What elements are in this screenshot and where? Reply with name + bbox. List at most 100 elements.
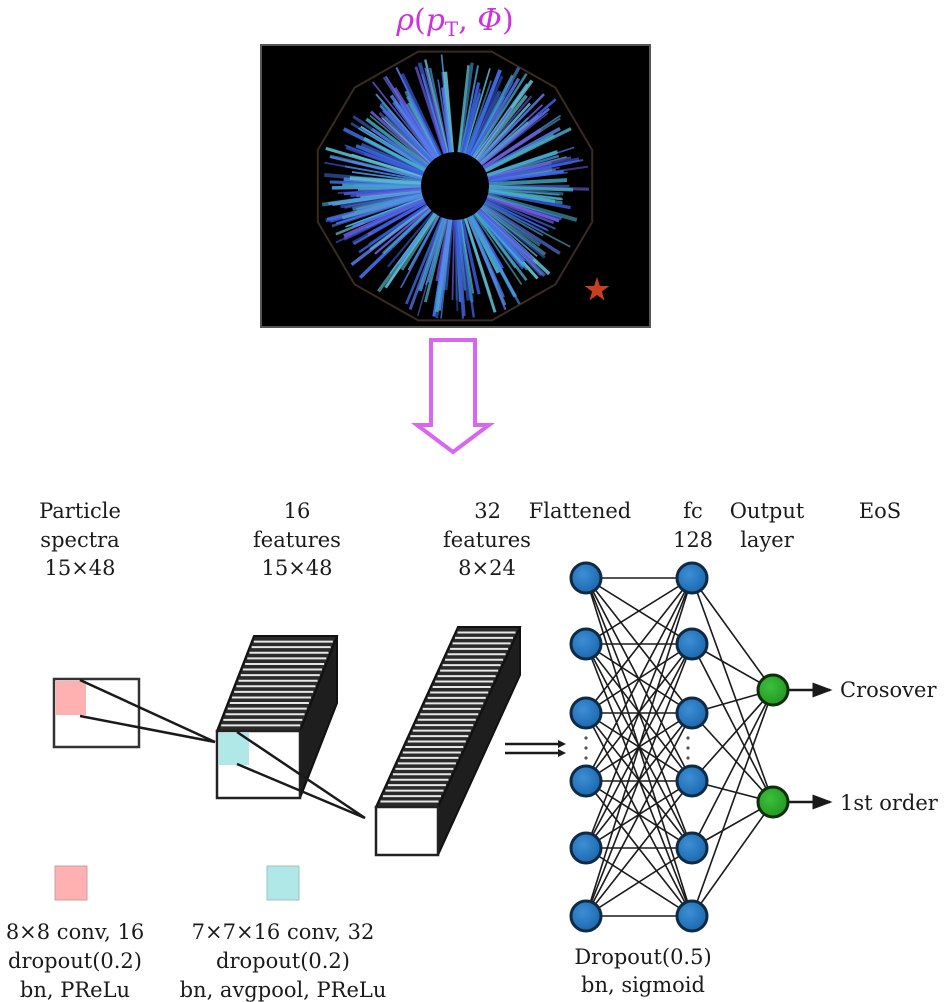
svg-text:Particle: Particle	[39, 499, 121, 523]
flatten-arrow-icon	[505, 740, 566, 757]
particle-track	[462, 92, 482, 154]
particle-track	[440, 219, 453, 319]
particle-track	[366, 199, 425, 229]
particle-track	[374, 207, 430, 255]
particle-track	[461, 82, 481, 154]
particle-track	[488, 178, 568, 187]
particle-track	[414, 66, 446, 155]
particle-track	[485, 198, 556, 230]
header-eos: EoS	[859, 499, 901, 523]
edge	[585, 577, 693, 849]
particle-track	[345, 197, 424, 228]
particle-track	[451, 219, 456, 300]
svg-text:bn, PReLu: bn, PReLu	[20, 978, 130, 1002]
particle-track	[459, 219, 475, 294]
particle-track	[487, 193, 578, 222]
output-node	[756, 785, 790, 819]
particle-track	[474, 107, 513, 159]
edge	[585, 643, 693, 917]
particle-track	[482, 128, 543, 169]
particle-track	[329, 155, 423, 180]
header-input: Particle spectra 15×48	[39, 499, 121, 580]
particle-track	[484, 200, 544, 233]
fc-node	[675, 831, 709, 865]
particle-track	[463, 217, 497, 313]
particle-track	[418, 217, 446, 292]
particle-track	[377, 212, 437, 293]
input-layer	[52, 677, 141, 749]
particle-track	[487, 161, 552, 180]
svg-text:15×48: 15×48	[44, 556, 115, 580]
particle-track	[473, 213, 523, 286]
flattened-node	[569, 831, 603, 865]
edge	[585, 577, 693, 714]
fc-node	[675, 696, 709, 730]
particle-track	[485, 199, 550, 232]
legend-conv1: 8×8 conv, 16 dropout(0.2) bn, PReLu	[6, 920, 144, 1002]
flattened-node	[569, 627, 603, 661]
conv2-feature-stack	[374, 626, 522, 857]
svg-text:dropout(0.2): dropout(0.2)	[216, 949, 350, 973]
legend-swatch-conv1	[54, 865, 88, 901]
particle-track	[484, 133, 555, 173]
particle-track	[365, 117, 429, 167]
edge	[691, 643, 774, 803]
particle-track	[400, 213, 439, 271]
particle-track	[479, 208, 532, 257]
output-node	[756, 673, 790, 707]
particle-track	[372, 81, 435, 160]
particle-track	[443, 71, 455, 153]
edge	[691, 577, 774, 691]
particle-track	[465, 69, 502, 155]
ellipsis-dot	[584, 756, 588, 760]
particle-track	[488, 189, 563, 205]
flattened-node	[569, 899, 603, 933]
svg-text:8×24: 8×24	[458, 556, 516, 580]
particle-track	[417, 62, 448, 154]
ellipsis-dot	[686, 746, 690, 750]
particle-track	[486, 149, 559, 177]
particle-track	[382, 208, 432, 255]
particle-track	[356, 187, 422, 198]
output-label-crossover: Crosover	[840, 678, 937, 702]
particle-track	[466, 216, 507, 306]
particle-track	[482, 202, 561, 255]
particle-track	[476, 209, 526, 263]
particle-track	[469, 215, 517, 298]
flattened-node	[569, 696, 603, 730]
particle-track	[460, 65, 480, 153]
edge	[691, 577, 774, 803]
down-arrow-icon	[411, 338, 495, 455]
particle-track	[486, 196, 555, 225]
particle-track	[457, 219, 471, 301]
particle-track	[438, 219, 452, 288]
fc-node	[675, 627, 709, 661]
svg-text:15×48: 15×48	[261, 556, 332, 580]
particle-track	[331, 195, 424, 228]
fc-node	[675, 561, 709, 595]
particle-track	[382, 76, 438, 159]
svg-text:features: features	[253, 528, 341, 552]
particle-track	[423, 218, 448, 303]
particle-track	[378, 111, 432, 164]
edge	[585, 712, 693, 917]
particle-track	[477, 93, 545, 163]
ellipsis-dot	[584, 746, 588, 750]
legend-swatch-conv2	[266, 865, 300, 901]
header-conv2: 32 features 8×24	[443, 499, 531, 580]
particle-track	[481, 205, 547, 256]
edge	[585, 577, 693, 782]
particle-track	[457, 65, 470, 153]
dense-network	[569, 561, 833, 933]
particle-track	[370, 110, 431, 165]
svg-text:features: features	[443, 528, 531, 552]
edge	[691, 712, 774, 803]
particle-track	[352, 115, 428, 169]
particle-track	[405, 103, 439, 158]
particle-track	[425, 218, 447, 286]
particle-track	[470, 77, 521, 158]
edge	[585, 780, 693, 917]
particle-track	[404, 216, 444, 305]
star-marker	[584, 277, 610, 301]
particle-track	[472, 73, 528, 159]
